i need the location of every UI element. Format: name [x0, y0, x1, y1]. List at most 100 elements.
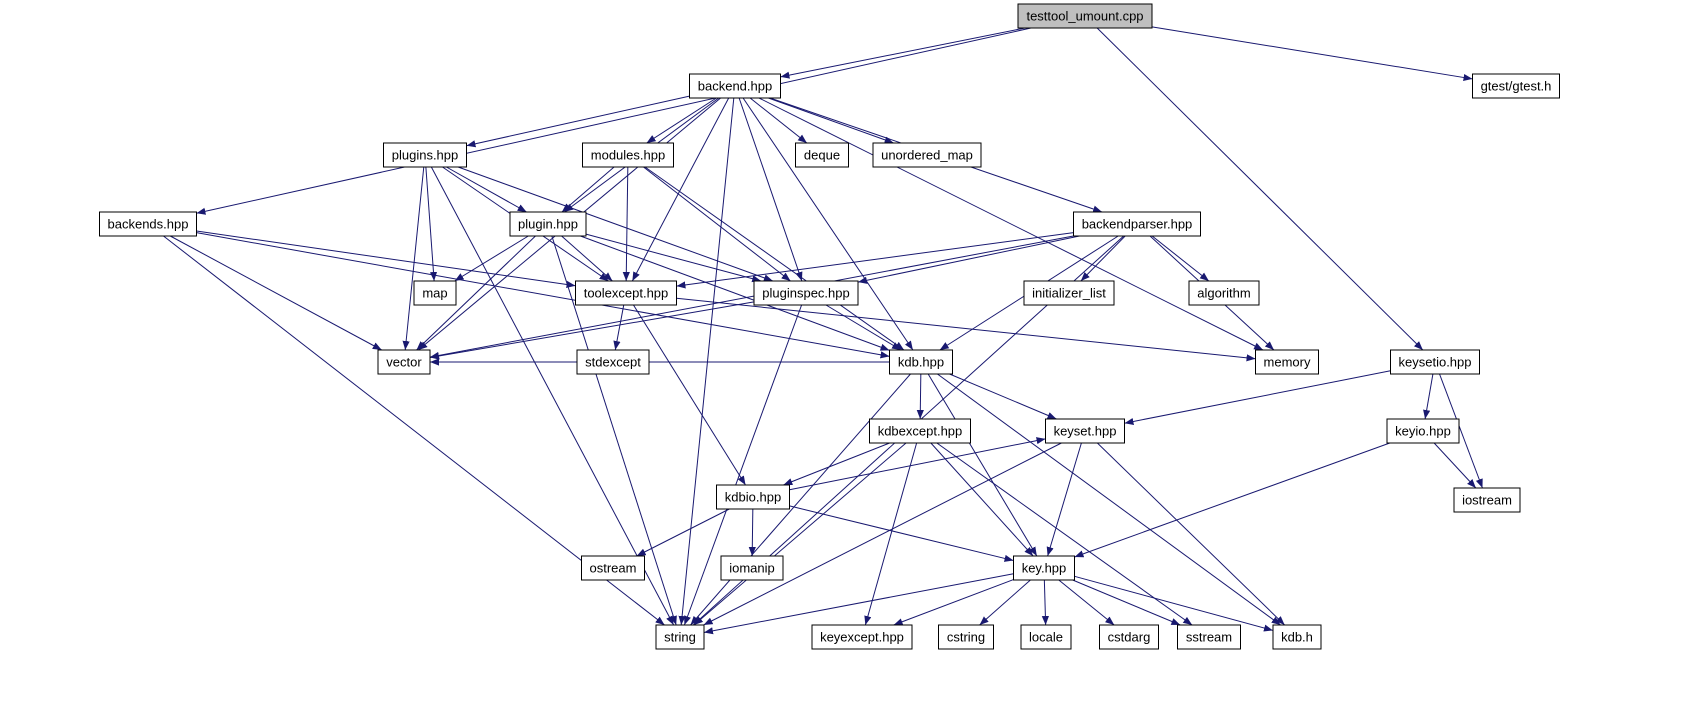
graph-node-unordered-map[interactable]: unordered_map	[872, 142, 982, 168]
graph-node-backend-hpp[interactable]: backend.hpp	[689, 73, 781, 99]
node-box	[720, 555, 784, 581]
include-edge	[738, 97, 803, 282]
graph-node-modules-hpp[interactable]: modules.hpp	[582, 142, 674, 168]
node-label: stdexcept	[585, 355, 641, 370]
graph-node-initializer-list[interactable]: initializer_list	[1023, 280, 1115, 306]
include-edge	[703, 442, 1062, 626]
include-edge	[979, 579, 1031, 626]
include-edge	[676, 232, 1074, 289]
include-edge	[864, 442, 918, 626]
include-edge	[742, 97, 914, 351]
include-edge	[937, 373, 1281, 626]
node-label: kdbexcept.hpp	[878, 424, 963, 439]
node-label: key.hpp	[1022, 561, 1067, 576]
graph-node-key-hpp[interactable]: key.hpp	[1013, 555, 1075, 581]
include-edge	[1439, 373, 1483, 489]
include-edge	[429, 235, 1074, 359]
include-edge	[425, 166, 438, 282]
node-label: testtool_umount.cpp	[1026, 9, 1143, 24]
graph-node-plugins-hpp[interactable]: plugins.hpp	[383, 142, 467, 168]
node-label: kdbio.hpp	[725, 490, 781, 505]
graph-node-deque[interactable]: deque	[795, 142, 849, 168]
node-box	[1073, 211, 1201, 237]
node-box	[1020, 624, 1072, 650]
include-edge	[402, 166, 425, 351]
include-edge	[1423, 373, 1434, 420]
graph-node-cstdarg[interactable]: cstdarg	[1099, 624, 1159, 650]
include-edge	[916, 373, 924, 420]
graph-node-locale[interactable]: locale	[1020, 624, 1072, 650]
graph-node-kdb-hpp[interactable]: kdb.hpp	[889, 349, 953, 375]
graph-node-map[interactable]: map	[413, 280, 457, 306]
graph-node-backends-hpp[interactable]: backends.hpp	[99, 211, 197, 237]
node-box	[576, 349, 650, 375]
graph-node-keyset-hpp[interactable]: keyset.hpp	[1045, 418, 1125, 444]
graph-node-cstring[interactable]: cstring	[938, 624, 994, 650]
node-label: backendparser.hpp	[1082, 217, 1193, 232]
graph-node-toolexcept-hpp[interactable]: toolexcept.hpp	[575, 280, 677, 306]
node-box	[99, 211, 197, 237]
graph-node-plugin-hpp[interactable]: plugin.hpp	[509, 211, 587, 237]
node-box	[509, 211, 587, 237]
node-label: algorithm	[1197, 286, 1250, 301]
graph-node-keyio-hpp[interactable]: keyio.hpp	[1386, 418, 1460, 444]
node-label: cstdarg	[1108, 630, 1151, 645]
include-edge	[893, 579, 1014, 626]
node-label: kdb.h	[1281, 630, 1313, 645]
include-edge	[1080, 235, 1126, 282]
node-label: keyexcept.hpp	[820, 630, 904, 645]
include-edge	[585, 233, 762, 283]
node-box	[938, 624, 994, 650]
node-label: string	[664, 630, 696, 645]
node-box	[383, 142, 467, 168]
node-box	[811, 624, 913, 650]
graph-node-kdb-h[interactable]: kdb.h	[1272, 624, 1322, 650]
graph-node-gtest-gtest-h[interactable]: gtest/gtest.h	[1472, 73, 1560, 99]
include-edge	[643, 166, 791, 282]
graph-node-keysetio-hpp[interactable]: keysetio.hpp	[1390, 349, 1480, 375]
include-edge	[170, 235, 382, 351]
graph-node-stdexcept[interactable]: stdexcept	[576, 349, 650, 375]
graph-node-sstream[interactable]: sstream	[1177, 624, 1241, 650]
graph-node-kdbio-hpp[interactable]: kdbio.hpp	[716, 484, 790, 510]
graph-node-iostream[interactable]: iostream	[1453, 487, 1521, 513]
node-label: keyset.hpp	[1054, 424, 1117, 439]
graph-node-memory[interactable]: memory	[1255, 349, 1319, 375]
graph-node-ostream[interactable]: ostream	[581, 555, 645, 581]
node-box	[1272, 624, 1322, 650]
node-label: plugins.hpp	[392, 148, 459, 163]
include-edge	[857, 235, 1080, 284]
node-label: ostream	[590, 561, 637, 576]
node-label: iomanip	[729, 561, 775, 576]
node-label: plugin.hpp	[518, 217, 578, 232]
graph-node-kdbexcept-hpp[interactable]: kdbexcept.hpp	[869, 418, 971, 444]
graph-node-pluginspec-hpp[interactable]: pluginspec.hpp	[753, 280, 859, 306]
node-label: pluginspec.hpp	[762, 286, 849, 301]
include-edge	[613, 304, 625, 351]
include-edge	[949, 373, 1057, 420]
node-label: keyio.hpp	[1395, 424, 1451, 439]
graph-node-vector[interactable]: vector	[377, 349, 431, 375]
node-box	[581, 555, 645, 581]
graph-node-testtool-umount-cpp[interactable]: testtool_umount.cpp	[1017, 3, 1153, 29]
node-box	[1472, 73, 1560, 99]
include-edge	[783, 442, 890, 486]
node-box	[413, 280, 457, 306]
graph-node-backendparser-hpp[interactable]: backendparser.hpp	[1073, 211, 1201, 237]
node-label: vector	[386, 355, 422, 370]
graph-node-keyexcept-hpp[interactable]: keyexcept.hpp	[811, 624, 913, 650]
node-label: memory	[1264, 355, 1311, 370]
include-edge	[631, 97, 730, 282]
include-edge	[430, 166, 675, 626]
graph-node-string[interactable]: string	[655, 624, 705, 650]
node-label: backends.hpp	[108, 217, 189, 232]
node-box	[889, 349, 953, 375]
include-edge	[1433, 442, 1477, 489]
node-box	[1453, 487, 1521, 513]
include-edge	[1041, 579, 1049, 626]
graph-node-iomanip[interactable]: iomanip	[720, 555, 784, 581]
graph-node-algorithm[interactable]: algorithm	[1188, 280, 1260, 306]
node-label: backend.hpp	[698, 79, 772, 94]
include-edge	[748, 508, 756, 557]
node-label: sstream	[1186, 630, 1232, 645]
